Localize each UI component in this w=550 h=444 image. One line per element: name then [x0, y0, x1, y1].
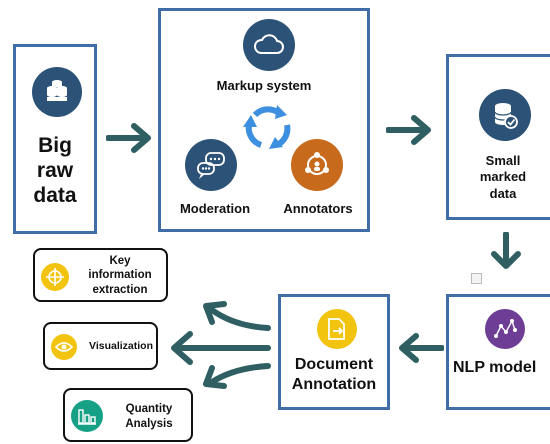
arrow-nlp-to-document	[399, 333, 444, 363]
node-document-annotation: Document Annotation	[278, 294, 390, 410]
target-icon	[41, 263, 69, 291]
bar-chart-icon	[71, 400, 103, 432]
key-information-label: Key information extraction	[88, 255, 152, 296]
output-quantity-analysis: Quantity Analysis	[63, 388, 193, 442]
quantity-analysis-label: Quantity Analysis	[125, 403, 173, 430]
people-network-icon	[291, 139, 343, 191]
cycle-arrows-icon	[243, 105, 291, 149]
small-image-icon	[471, 273, 482, 284]
chat-bubbles-icon	[185, 139, 237, 191]
arrow-raw-to-markup	[106, 123, 151, 153]
output-key-information-extraction: Key information extraction	[33, 248, 168, 302]
fan-out-arrows	[171, 301, 271, 389]
markup-system-label: Markup system	[216, 78, 312, 93]
document-arrow-icon	[317, 309, 357, 349]
visualization-label: Visualization	[89, 340, 153, 352]
annotators-label: Annotators	[283, 201, 353, 216]
node-markup-system: Markup system Moderation Annotators	[158, 8, 370, 232]
output-visualization: Visualization	[43, 322, 158, 370]
eye-icon	[51, 334, 77, 360]
nlp-model-label: NLP model	[453, 359, 537, 376]
arrow-markup-to-small	[386, 115, 431, 145]
arrow-small-to-nlp	[491, 232, 521, 269]
big-raw-data-label: Big raw data	[33, 134, 77, 208]
moderation-label: Moderation	[179, 201, 251, 216]
graph-icon	[485, 309, 525, 349]
node-small-marked-data: Small marked data	[446, 54, 550, 220]
database-icon	[32, 67, 82, 117]
database-check-icon	[479, 89, 531, 141]
node-big-raw-data: Big raw data	[13, 44, 97, 234]
cloud-icon	[243, 19, 295, 71]
small-marked-data-label: Small marked data	[479, 153, 527, 201]
node-nlp-model: NLP model	[446, 294, 550, 410]
document-annotation-label: Document Annotation	[291, 356, 377, 393]
